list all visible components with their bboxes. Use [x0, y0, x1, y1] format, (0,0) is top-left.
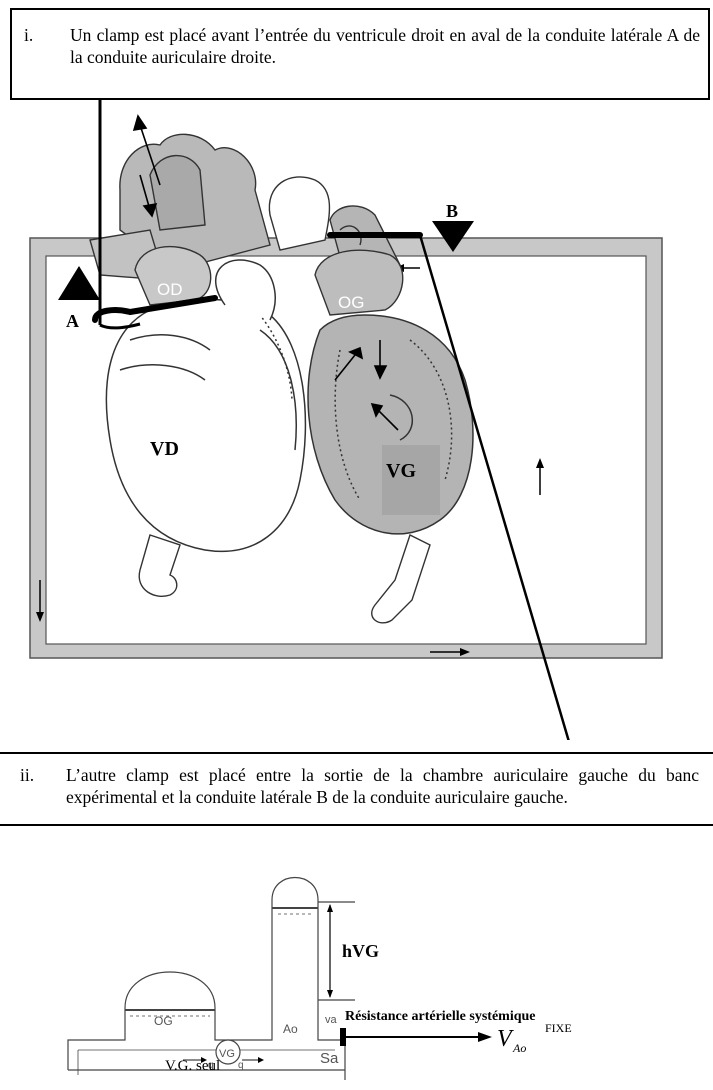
label-VG: VG [386, 460, 416, 482]
resistance-clamp [340, 1028, 346, 1046]
label-VD: VD [150, 438, 179, 460]
bench-label-Sa: Sa [320, 1050, 339, 1067]
label-A: A [66, 311, 79, 331]
bench-label-va: va [325, 1014, 338, 1026]
label-B: B [446, 201, 458, 221]
bench-label-hVG: hVG [342, 941, 379, 961]
bench-label-OG: OG [154, 1014, 173, 1028]
heart-diagram: A B OD OG VD VG [0, 0, 713, 740]
label-OD: OD [157, 280, 183, 299]
item-number: ii. [14, 764, 66, 808]
bench-label-q1: q [208, 1060, 214, 1071]
output-arrow-icon [478, 1032, 492, 1042]
bench-label-fixe: FIXE [545, 1021, 572, 1035]
vg-pump-icon [216, 1040, 240, 1064]
label-OG: OG [338, 293, 364, 312]
bench-label-V: V [497, 1026, 514, 1052]
item-text: L’autre clamp est placé entre la sortie … [66, 764, 699, 808]
instruction-box-ii: ii. L’autre clamp est placé entre la sor… [0, 752, 713, 826]
bench-label-q2: q [238, 1060, 244, 1071]
instruction-item-ii: ii. L’autre clamp est placé entre la sor… [14, 764, 699, 808]
bench-label-V-sub: Ao [512, 1041, 526, 1055]
bench-label-VG: VG [219, 1048, 235, 1060]
bench-label-vg-seul: V.G. seul [165, 1058, 220, 1074]
bench-label-Ao: Ao [283, 1022, 298, 1036]
bench-label-resistance: Résistance artérielle systémique [345, 1009, 536, 1024]
